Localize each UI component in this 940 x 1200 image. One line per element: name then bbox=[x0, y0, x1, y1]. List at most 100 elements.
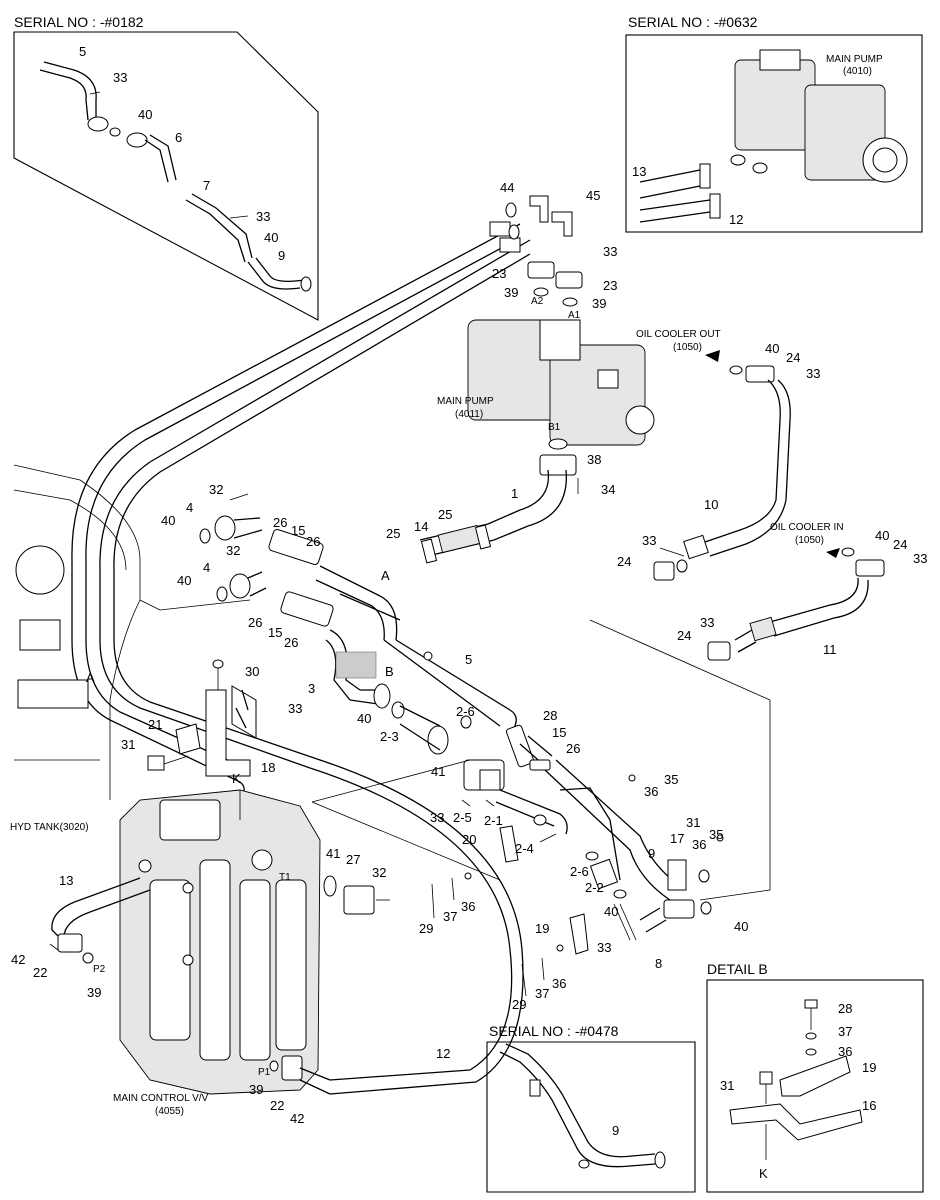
callout-2-5: 2-5 bbox=[453, 810, 472, 825]
inset-title-serial-0632: SERIAL NO : -#0632 bbox=[628, 14, 758, 30]
main-control-valve bbox=[119, 789, 321, 1095]
port-label-p1: P1 bbox=[258, 1067, 271, 1078]
oil-cooler-in-line bbox=[707, 547, 885, 661]
port-label-t1: T1 bbox=[279, 872, 291, 883]
callout-28-detail: 28 bbox=[838, 1001, 852, 1016]
callout-40-cooler-out: 40 bbox=[765, 341, 779, 356]
pipe-2-2-assembly bbox=[499, 825, 637, 941]
callout-9-inset: 9 bbox=[278, 248, 285, 263]
callout-40-lower-mid: 40 bbox=[604, 904, 618, 919]
callout-17: 17 bbox=[670, 831, 684, 846]
callout-39-right: 39 bbox=[592, 296, 606, 311]
callout-40-upper: 40 bbox=[161, 513, 175, 528]
callout-25-left: 25 bbox=[386, 526, 400, 541]
callout-33-lower-fitting: 33 bbox=[700, 615, 714, 630]
pipe-2-1-assembly bbox=[461, 759, 568, 835]
callout-37-upper: 37 bbox=[443, 909, 457, 924]
callout-13-inset: 13 bbox=[632, 164, 646, 179]
callout-31-left: 31 bbox=[121, 737, 135, 752]
callout-33-lower-mid: 33 bbox=[597, 940, 611, 955]
hose-12-13 bbox=[71, 221, 531, 1095]
hose-12-lower-fitting bbox=[269, 1055, 331, 1095]
callout-40-inset: 40 bbox=[264, 230, 278, 245]
pipe-1 bbox=[487, 438, 579, 541]
callout-b: B bbox=[385, 664, 394, 679]
callout-33-cooler-out: 33 bbox=[806, 366, 820, 381]
callout-22-left: 22 bbox=[33, 965, 47, 980]
callout-33-pipe3: 33 bbox=[288, 701, 302, 716]
inset-serial-0182: SERIAL NO : -#0182 bbox=[13, 14, 319, 321]
inset-title-serial-0478: SERIAL NO : -#0478 bbox=[489, 1023, 619, 1039]
callout-31-detail: 31 bbox=[720, 1078, 734, 1093]
clamp-19-assembly bbox=[431, 872, 589, 997]
callout-4-upper: 4 bbox=[186, 500, 193, 515]
inset-title-detail-b: DETAIL B bbox=[707, 961, 768, 977]
callout-11: 11 bbox=[823, 642, 837, 657]
callout-14: 14 bbox=[414, 519, 428, 534]
callout-2-3: 2-3 bbox=[380, 729, 399, 744]
callout-36-detail: 36 bbox=[838, 1044, 852, 1059]
oil-cooler-in-label: OIL COOLER IN bbox=[770, 522, 844, 533]
callout-33-mid: 33 bbox=[430, 810, 444, 825]
callout-33-inset: 33 bbox=[256, 209, 270, 224]
hyd-tank-body bbox=[13, 464, 141, 800]
callout-42-right: 42 bbox=[290, 1111, 304, 1126]
main-pump-label: MAIN PUMP bbox=[437, 396, 494, 407]
callout-44: 44 bbox=[500, 180, 514, 195]
callout-33-top: 33 bbox=[113, 70, 127, 85]
callout-25-right: 25 bbox=[438, 507, 452, 522]
pipe-5-main bbox=[339, 593, 517, 729]
callout-15-upper: 15 bbox=[291, 523, 305, 538]
reference-lines bbox=[139, 599, 771, 901]
callout-27: 27 bbox=[346, 852, 360, 867]
callout-15-lower: 15 bbox=[268, 625, 282, 640]
callout-k-detail: K bbox=[759, 1166, 768, 1181]
callout-6: 6 bbox=[175, 130, 182, 145]
main-pump-top-code: (4010) bbox=[843, 66, 872, 77]
callout-33-cooler-in: 33 bbox=[913, 551, 927, 566]
inset-serial-0478: SERIAL NO : -#0478 bbox=[486, 1023, 696, 1193]
fitting-24-left bbox=[653, 547, 688, 581]
callout-12-inset: 12 bbox=[729, 212, 743, 227]
callout-26-lower-a: 26 bbox=[248, 615, 262, 630]
callout-39-left: 39 bbox=[504, 285, 518, 300]
port-label-a1: A1 bbox=[568, 310, 581, 321]
inset-0182-parts bbox=[39, 61, 312, 292]
callout-24-lower-fitting: 24 bbox=[677, 628, 691, 643]
callout-35-lower: 35 bbox=[709, 827, 723, 842]
hose-13-lower bbox=[49, 877, 151, 964]
callout-20: 20 bbox=[462, 832, 476, 847]
callout-38: 38 bbox=[587, 452, 601, 467]
callout-3: 3 bbox=[308, 681, 315, 696]
pump-fittings-top bbox=[505, 195, 583, 307]
main-pump-top-label: MAIN PUMP bbox=[826, 54, 883, 65]
callout-36-upper: 36 bbox=[644, 784, 658, 799]
callout-2-4: 2-4 bbox=[515, 841, 534, 856]
inset-0632-pump bbox=[639, 49, 908, 223]
inset-0478-pipe-9 bbox=[499, 1043, 666, 1169]
callout-13-main: 13 bbox=[59, 873, 73, 888]
oil-cooler-out-code: (1050) bbox=[673, 342, 702, 353]
callout-29-lower: 29 bbox=[512, 997, 526, 1012]
callout-39-right-valve: 39 bbox=[249, 1082, 263, 1097]
callout-26-upper-a: 26 bbox=[273, 515, 287, 530]
callout-45: 45 bbox=[586, 188, 600, 203]
callout-18: 18 bbox=[261, 760, 275, 775]
callout-36-upper-b: 36 bbox=[461, 899, 475, 914]
callout-5-main: 5 bbox=[465, 652, 472, 667]
callout-19-detail: 19 bbox=[862, 1060, 876, 1075]
callout-33-pump: 33 bbox=[603, 244, 617, 259]
pipe-2-3 bbox=[391, 701, 472, 755]
callout-1: 1 bbox=[511, 486, 518, 501]
callout-40-lower: 40 bbox=[177, 573, 191, 588]
callout-42-left: 42 bbox=[11, 952, 25, 967]
hyd-tank-label: HYD TANK(3020) bbox=[10, 822, 89, 833]
callout-24-cooler-in: 24 bbox=[893, 537, 907, 552]
main-control-code: (4055) bbox=[155, 1106, 184, 1117]
oil-cooler-out-label: OIL COOLER OUT bbox=[636, 329, 721, 340]
callout-40-pipe3: 40 bbox=[357, 711, 371, 726]
hose-14 bbox=[419, 523, 495, 564]
callout-k-main: K bbox=[232, 771, 241, 786]
cover-27 bbox=[323, 875, 390, 915]
